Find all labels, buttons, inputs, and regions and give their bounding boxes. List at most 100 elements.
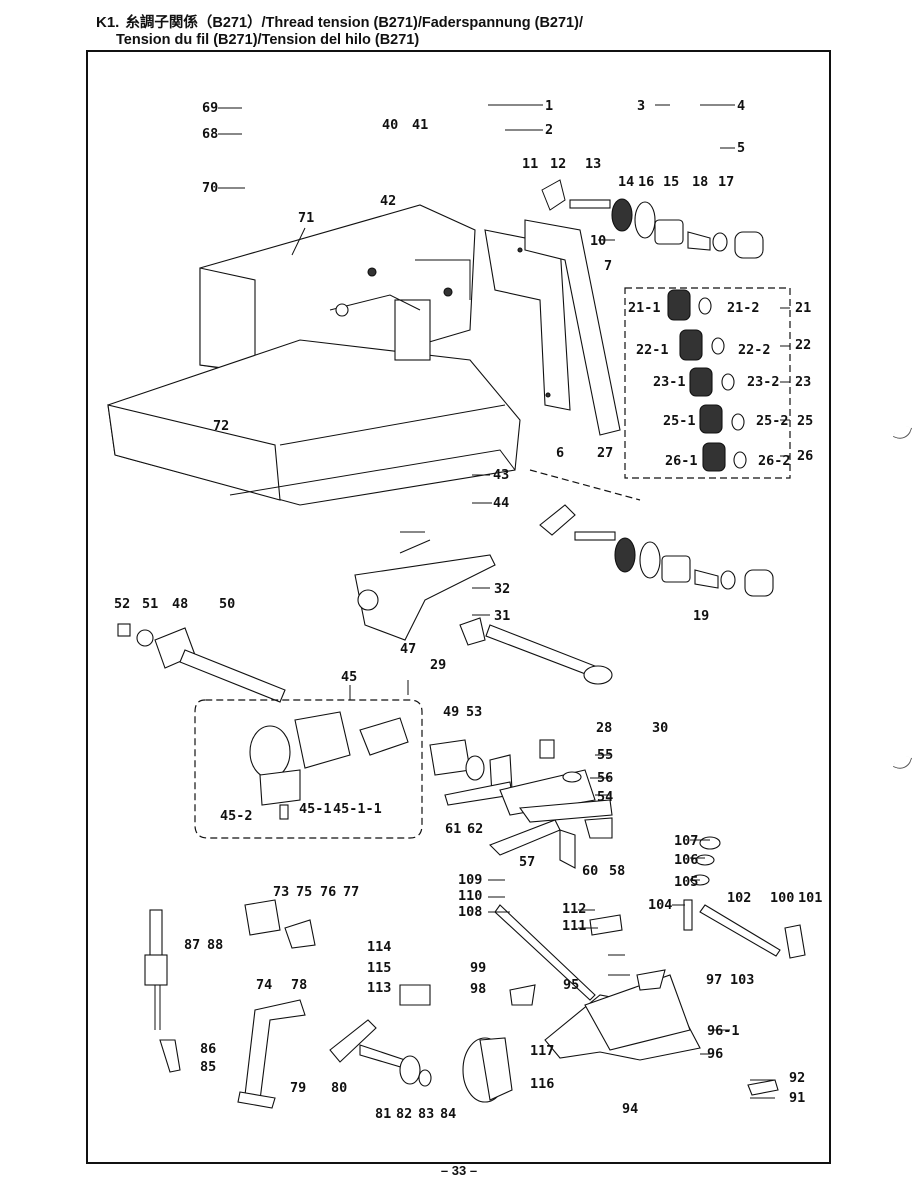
section-code: K1. [96,14,120,31]
part-label-21-1: 21-1 [628,300,661,316]
part-label-26-1: 26-1 [665,453,698,469]
part-label-94: 94 [622,1101,638,1117]
lever-link-assembly [429,739,613,869]
page-number: – 33 – [440,1163,478,1178]
part-label-4: 4 [737,98,745,114]
part-label-112: 112 [562,901,586,917]
part-label-81: 81 [375,1106,391,1122]
part-label-109: 109 [458,872,482,888]
part-label-21: 21 [795,300,811,316]
part-label-76: 76 [320,884,336,900]
part-label-26: 26 [797,448,813,464]
part-label-3: 3 [637,98,645,114]
part-label-48: 48 [172,596,188,612]
part-label-103: 103 [730,972,754,988]
part-label-53: 53 [466,704,482,720]
part-label-106: 106 [674,852,698,868]
part-label-72: 72 [213,418,229,434]
part-label-60: 60 [582,863,598,879]
part-label-71: 71 [298,210,314,226]
part-label-52: 52 [114,596,130,612]
tension-release-shaft [117,554,613,703]
part-label-31: 31 [494,608,510,624]
part-label-45-1: 45-1 [299,801,332,817]
part-label-12: 12 [550,156,566,172]
part-label-21-2: 21-2 [727,300,760,316]
header-title-1: 糸調子関係（B271）/Thread tension (B271)/Faders… [125,15,583,31]
part-label-2: 2 [545,122,553,138]
part-label-83: 83 [418,1106,434,1122]
part-label-49: 49 [443,704,459,720]
part-label-7: 7 [604,258,612,274]
part-label-74: 74 [256,977,272,993]
part-label-44: 44 [493,495,509,511]
part-label-95: 95 [563,977,579,993]
part-label-45-2: 45-2 [220,808,253,824]
part-label-55: 55 [597,747,613,763]
part-label-26-2: 26-2 [758,453,791,469]
part-label-96-1: 96-1 [707,1023,740,1039]
part-label-107: 107 [674,833,698,849]
part-label-23: 23 [795,374,811,390]
part-label-19: 19 [693,608,709,624]
part-label-57: 57 [519,854,535,870]
part-label-28: 28 [596,720,612,736]
leader-lines [218,104,790,1099]
part-label-78: 78 [291,977,307,993]
part-label-14: 14 [618,174,634,190]
upper-tension-assembly [541,179,764,259]
part-label-23-2: 23-2 [747,374,780,390]
part-label-110: 110 [458,888,482,904]
part-label-58: 58 [609,863,625,879]
part-label-30: 30 [652,720,668,736]
part-label-56: 56 [597,770,613,786]
part-label-40: 40 [382,117,398,133]
part-label-115: 115 [367,960,391,976]
part-label-102: 102 [727,890,751,906]
machine-body [107,204,521,506]
assembly-45-box [194,699,423,839]
part-label-13: 13 [585,156,601,172]
page-header: K1. 糸調子関係（B271）/Thread tension (B271)/Fad… [96,14,856,49]
part-label-117: 117 [530,1043,554,1059]
part-label-69: 69 [202,100,218,116]
part-label-80: 80 [331,1080,347,1096]
part-label-25-2: 25-2 [756,413,789,429]
part-label-25-1: 25-1 [663,413,696,429]
part-label-91: 91 [789,1090,805,1106]
part-label-42: 42 [380,193,396,209]
part-label-108: 108 [458,904,482,920]
part-label-113: 113 [367,980,391,996]
part-label-47: 47 [400,641,416,657]
part-label-17: 17 [718,174,734,190]
part-label-43: 43 [493,467,509,483]
part-label-105: 105 [674,874,698,890]
part-label-25: 25 [797,413,813,429]
part-label-82: 82 [396,1106,412,1122]
part-label-97: 97 [706,972,722,988]
part-label-96: 96 [707,1046,723,1062]
part-label-50: 50 [219,596,235,612]
part-label-6: 6 [556,445,564,461]
part-label-11: 11 [522,156,538,172]
part-label-114: 114 [367,939,391,955]
part-label-104: 104 [648,897,672,913]
part-label-62: 62 [467,821,483,837]
part-label-45-1-1: 45-1-1 [333,801,382,817]
part-label-86: 86 [200,1041,216,1057]
part-label-15: 15 [663,174,679,190]
bottom-right-parts [399,836,806,1103]
part-label-61: 61 [445,821,461,837]
part-label-29: 29 [430,657,446,673]
part-label-32: 32 [494,581,510,597]
header-title-2: Tension du fil (B271)/Tension del hilo (… [116,32,420,48]
part-label-101: 101 [798,890,822,906]
part-label-75: 75 [296,884,312,900]
part-label-27: 27 [597,445,613,461]
part-label-41: 41 [412,117,428,133]
part-label-22: 22 [795,337,811,353]
part-label-77: 77 [343,884,359,900]
part-label-51: 51 [142,596,158,612]
